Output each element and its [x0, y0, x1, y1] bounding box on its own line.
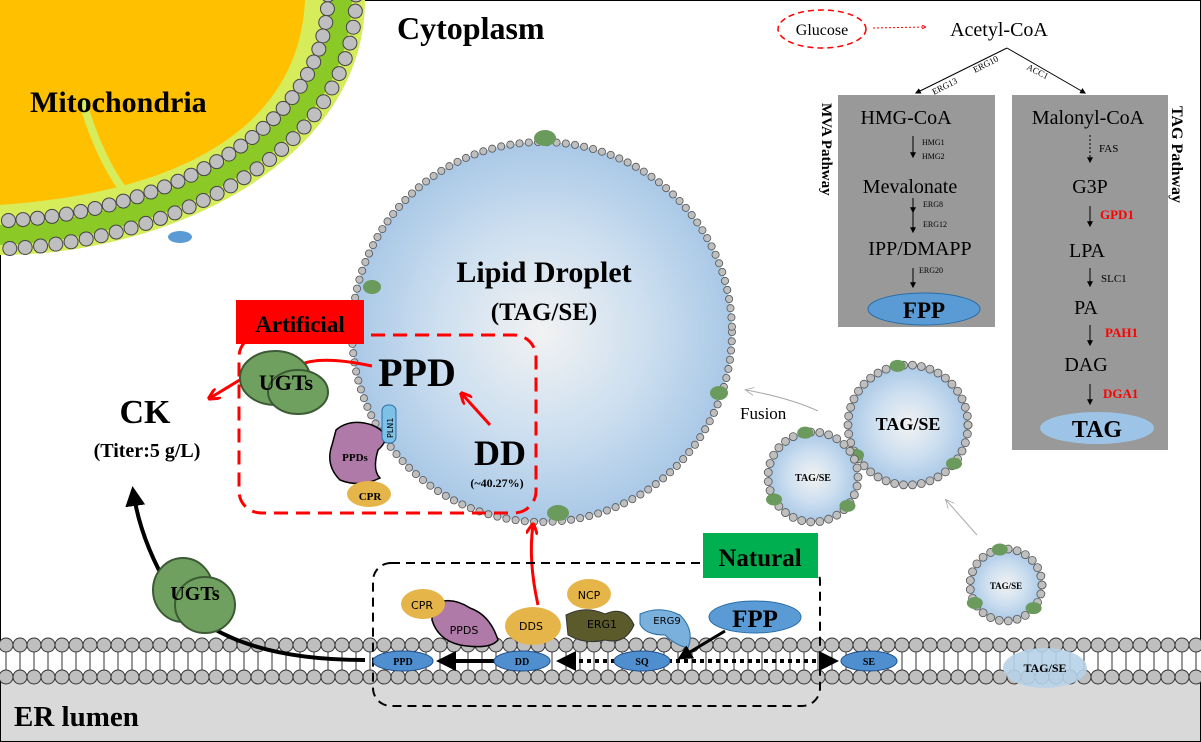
artificial-badge: [236, 300, 364, 344]
natural-module-box: [372, 562, 821, 707]
ppd-label: PPD: [378, 350, 456, 395]
cpr-natural-label: CPR: [411, 599, 433, 612]
mitochondria: Mitochondria: [0, 0, 365, 256]
mva-enzyme-erg8: ERG8: [923, 200, 943, 209]
tag-step-malonylcoa: Malonyl-CoA: [1032, 107, 1145, 129]
natural-label: Natural: [718, 545, 801, 572]
artificial-label: Artificial: [255, 312, 344, 337]
cpr-label: CPR: [359, 491, 383, 503]
ck-titer: (Titer:5 g/L): [94, 440, 201, 462]
tag-pathway-box: TAG Pathway Malonyl-CoA FAS G3P GPD1 LPA…: [1012, 95, 1185, 450]
ugts-label: UGTs: [259, 370, 314, 395]
ncp-label: NCP: [578, 589, 601, 602]
ugts-to-ck-arrow: [210, 376, 244, 398]
er-lumen-label: ER lumen: [14, 701, 139, 733]
pln1-label: PLN1: [386, 418, 395, 438]
ugts-enzyme-natural: UGTs: [152, 557, 236, 634]
ppds-label: PPDs: [342, 452, 368, 464]
mva-pathway-box: MVA Pathway HMG-CoA HMG1 HMG2 Mevalonate…: [818, 95, 995, 327]
ck-label: CK: [120, 394, 172, 431]
lipid-droplet-subtitle: (TAG/SE): [491, 299, 598, 326]
dd-to-ppd-arrow: [462, 394, 492, 427]
mva-step-ipp-dmapp: IPP/DMAPP: [868, 238, 971, 260]
ugts-enzyme-artificial: UGTs: [239, 350, 329, 415]
glucose-to-acetylcoa-arrow: [872, 27, 925, 28]
tag-enzyme-gpd1: GPD1: [1100, 207, 1134, 222]
ppds-enzyme: PPDs CPR PLN1: [329, 404, 397, 507]
membrane-protein-icon: [168, 231, 192, 243]
artificial-module-box: [237, 333, 538, 515]
erg9-label: ERG9: [653, 616, 680, 627]
fpp-natural-label: FPP: [732, 606, 778, 633]
budding-arrow: [946, 500, 978, 536]
fpp-to-sq-arrow: [677, 629, 726, 660]
dd-membrane-label: DD: [515, 657, 529, 668]
tag-step-lpa: LPA: [1069, 240, 1106, 262]
natural-enzymes: PPDS CPR DDS NCP ERG1 ERG9 FPP: [401, 579, 802, 649]
membrane-tagse-label: TAG/SE: [1023, 661, 1066, 675]
mva-enzyme-erg12: ERG12: [923, 220, 947, 229]
mitochondria-label: Mitochondria: [30, 86, 207, 119]
dd-label: DD: [474, 433, 526, 473]
lipid-droplet-title: Lipid Droplet: [456, 256, 631, 289]
tag-step-dag: DAG: [1064, 354, 1107, 376]
natural-badge: [703, 533, 818, 578]
mva-step-hmgcoa: HMG-CoA: [860, 107, 952, 129]
acetylcoa-to-hmgcoa-arrow: [914, 47, 1008, 94]
mva-pathway-title: MVA Pathway: [818, 103, 834, 196]
glucose-oval: [777, 9, 867, 49]
small-lipid-droplets: [763, 359, 1047, 626]
cytoplasm-label: Cytoplasm: [397, 10, 545, 46]
budding-droplet-label: TAG/SE: [990, 581, 1022, 591]
small-droplet-label: TAG/SE: [795, 473, 831, 484]
sq-membrane-label: SQ: [635, 657, 649, 668]
tag-enzyme-pah1: PAH1: [1105, 325, 1138, 340]
tag-enzyme-slc1: SLC1: [1101, 273, 1127, 285]
se-membrane-label: SE: [863, 657, 876, 668]
mva-enzyme-erg20: ERG20: [919, 266, 943, 275]
ppds-natural-label: PPDS: [450, 624, 479, 637]
dds-label: DDS: [519, 620, 543, 633]
large-droplet-label: TAG/SE: [876, 414, 941, 434]
acetylcoa-to-malonylcoa-arrow: [1006, 47, 1087, 94]
fusion-arrow: [746, 390, 819, 412]
fusion-label: Fusion: [740, 404, 787, 423]
membrane-metabolites: PPD DD SQ SE TAG/SE: [372, 648, 1087, 688]
lipid-droplet: Lipid Droplet (TAG/SE): [348, 130, 737, 526]
tag-step-pa: PA: [1074, 297, 1098, 319]
mva-enzyme-hmg1: HMG1: [922, 138, 945, 147]
mva-step-mevalonate: Mevalonate: [863, 176, 958, 198]
tag-enzyme-dga1: DGA1: [1103, 386, 1138, 401]
dd-percent: (~40.27%): [470, 476, 523, 490]
erg1-label: ERG1: [587, 618, 617, 631]
er-membrane: [0, 637, 1201, 685]
tag-pathway-title: TAG Pathway: [1168, 106, 1185, 203]
tag-step-tag: TAG: [1072, 417, 1123, 443]
ugts-natural-label: UGTs: [170, 583, 220, 605]
mva-enzyme-hmg2: HMG2: [922, 152, 945, 161]
ppd-membrane-label: PPD: [393, 657, 412, 668]
acetyl-coa-label: Acetyl-CoA: [950, 19, 1048, 41]
glucose-label: Glucose: [796, 22, 848, 39]
tag-step-g3p: G3P: [1072, 176, 1108, 198]
tag-enzyme-fas: FAS: [1099, 143, 1118, 155]
mva-step-fpp: FPP: [903, 298, 945, 323]
